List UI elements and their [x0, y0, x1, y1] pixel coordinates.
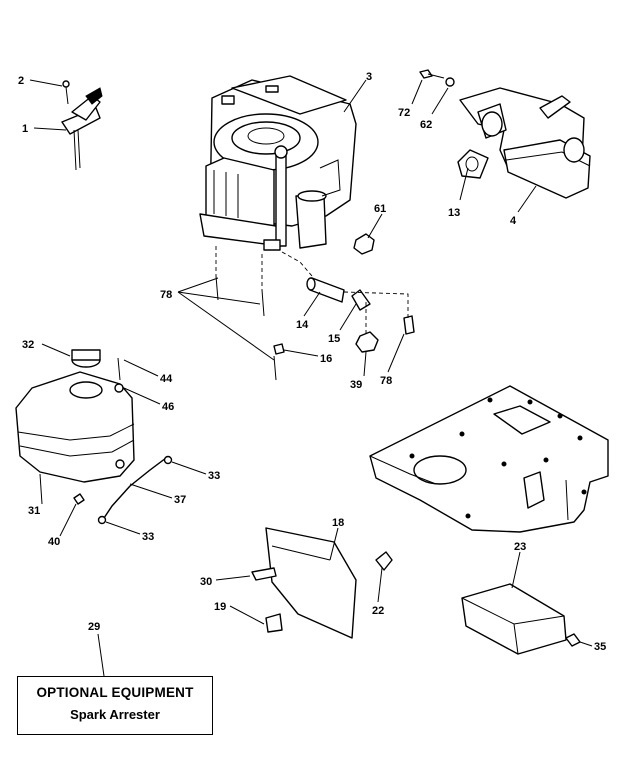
battery-tray-part: [461, 583, 581, 655]
callout-29: 29: [88, 621, 100, 633]
optional-equipment-box: OPTIONAL EQUIPMENT Spark Arrester: [17, 676, 213, 735]
callout-46: 46: [162, 401, 174, 413]
callout-23: 23: [514, 541, 526, 553]
callout-4: 4: [510, 215, 517, 227]
callout-labels: 2 1 3 72 62 13 4 61 78 14 15 16 39 78 32…: [18, 71, 606, 653]
callout-44: 44: [160, 373, 173, 385]
leader-lines: [29, 79, 593, 677]
callout-13: 13: [448, 207, 460, 219]
callout-72: 72: [398, 107, 410, 119]
callout-62: 62: [420, 119, 432, 131]
callout-61: 61: [374, 203, 386, 215]
optional-equipment-title: OPTIONAL EQUIPMENT: [36, 685, 194, 700]
engine-part: [199, 75, 357, 251]
callout-32: 32: [22, 339, 34, 351]
callout-22: 22: [372, 605, 384, 617]
callout-35: 35: [594, 641, 606, 653]
fuel-line-part: [73, 455, 173, 525]
callout-19: 19: [214, 601, 226, 613]
callout-2: 2: [18, 75, 24, 87]
callout-1: 1: [22, 123, 28, 135]
throttle-control-part: [61, 80, 103, 171]
callout-14: 14: [296, 319, 309, 331]
frame-plate-part: [369, 385, 609, 533]
callout-33-top: 33: [208, 470, 220, 482]
callout-18: 18: [332, 517, 344, 529]
engine-hardware-part: [215, 233, 415, 381]
callout-3: 3: [366, 71, 372, 83]
callout-37: 37: [174, 494, 186, 506]
callout-16: 16: [320, 353, 332, 365]
callout-40: 40: [48, 536, 60, 548]
callout-78-left: 78: [160, 289, 172, 301]
callout-31: 31: [28, 505, 40, 517]
callout-39: 39: [350, 379, 362, 391]
heat-shield-part: [251, 527, 393, 639]
exhaust-gasket-part: [419, 69, 489, 179]
spark-arrester-label: Spark Arrester: [70, 707, 160, 722]
callout-15: 15: [328, 333, 340, 345]
callout-33-bottom: 33: [142, 531, 154, 543]
fuel-tank-part: [15, 349, 135, 483]
muffler-part: [459, 87, 591, 199]
callout-30: 30: [200, 576, 212, 588]
callout-78-right: 78: [380, 375, 392, 387]
